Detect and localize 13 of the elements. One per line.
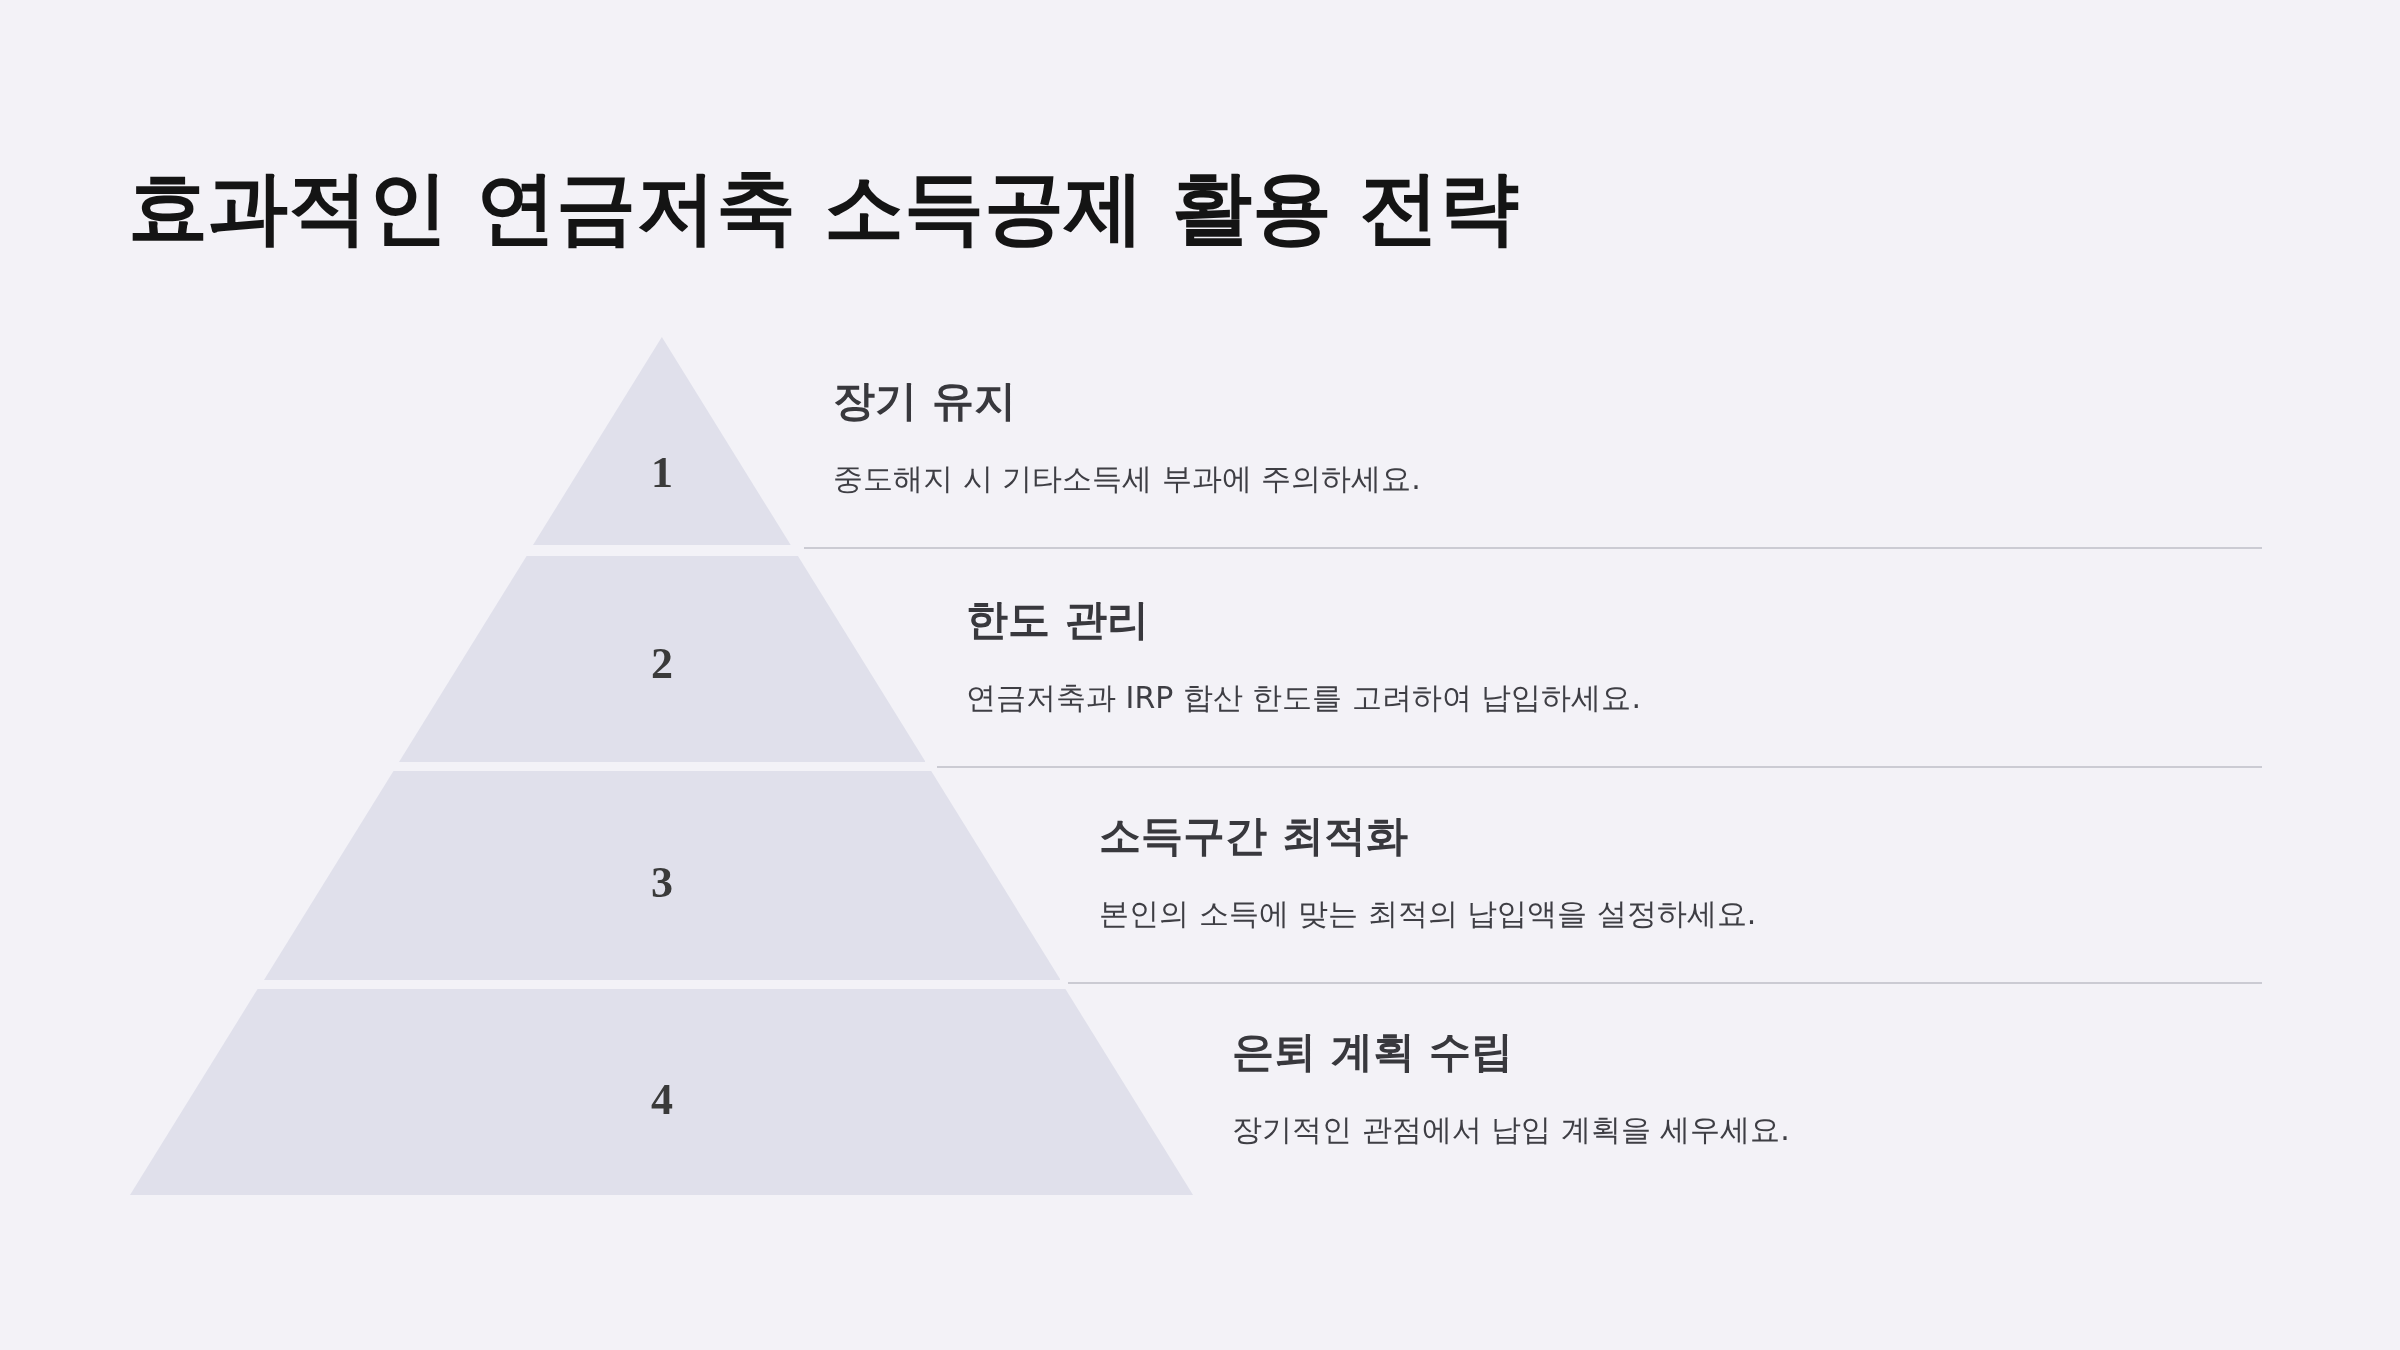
tier-number: 1 — [651, 451, 673, 495]
tier-number: 3 — [651, 861, 673, 905]
tier-number: 4 — [651, 1078, 673, 1122]
step-description: 장기적인 관점에서 납입 계획을 세우세요. — [1232, 1112, 1790, 1148]
step-heading: 한도 관리 — [966, 595, 1149, 646]
step-description: 본인의 소득에 맞는 최적의 납입액을 설정하세요. — [1099, 896, 1757, 932]
step-heading: 장기 유지 — [833, 376, 1016, 427]
step-description: 연금저축과 IRP 합산 한도를 고려하여 납입하세요. — [966, 680, 1641, 716]
tier-number: 2 — [651, 642, 673, 686]
step-description: 중도해지 시 기타소득세 부과에 주의하세요. — [833, 461, 1421, 497]
step-heading: 은퇴 계획 수립 — [1232, 1027, 1514, 1078]
step-heading: 소득구간 최적화 — [1099, 811, 1408, 862]
title: 효과적인 연금저축 소득공제 활용 전략 — [128, 160, 1520, 256]
